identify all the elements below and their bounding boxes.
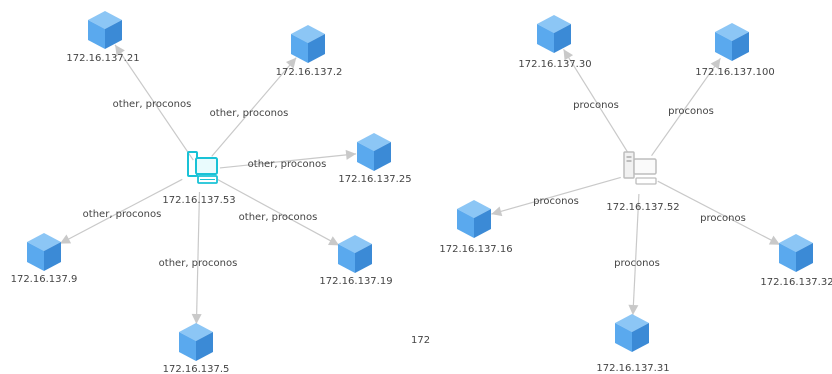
cube-icon[interactable] [779, 234, 813, 272]
edge-n52-n32[interactable] [657, 180, 781, 246]
node-label-n25: 172.16.137.25 [338, 174, 411, 185]
edge-n53-n25[interactable] [219, 153, 357, 169]
edge-n53-n9[interactable] [59, 178, 183, 245]
arrow-head-n32 [768, 235, 781, 245]
edge-n53-n21[interactable] [114, 44, 194, 161]
node-label-n30: 172.16.137.30 [518, 59, 591, 70]
edge-n53-n19[interactable] [217, 179, 340, 246]
node-label-n16: 172.16.137.16 [439, 244, 512, 255]
edge-label-n30: proconos [573, 100, 619, 111]
node-label-n2: 172.16.137.2 [276, 67, 343, 78]
cube-icon[interactable] [615, 314, 649, 352]
node-label-n5: 172.16.137.5 [163, 364, 230, 374]
node-label-n9: 172.16.137.9 [11, 274, 78, 285]
edge-label-n21: other, proconos [113, 99, 192, 110]
edge-label-n16: proconos [533, 196, 579, 207]
arrow-head-n31 [628, 304, 639, 316]
node-label-n21: 172.16.137.21 [66, 53, 139, 64]
node-label-n19: 172.16.137.19 [319, 276, 392, 287]
edge-label-n32: proconos [700, 213, 746, 224]
edge-label-n100: proconos [668, 106, 714, 117]
arrow-head-n30 [563, 49, 574, 61]
arrow-head-n19 [328, 236, 340, 246]
arrow-head-n5 [191, 313, 202, 325]
edge-labels-layer: other, proconos other, proconos other, pro… [83, 99, 746, 269]
edge-label-n25: other, proconos [248, 159, 327, 170]
hub-label-172-16-137-52: 172.16.137.52 [606, 202, 679, 213]
arrow-head-n100 [710, 58, 721, 70]
edge-label-n5: other, proconos [159, 258, 238, 269]
edge-n52-n31[interactable] [632, 193, 640, 316]
leaf-nodes-layer: 172.16.137.21172.16.137.2172.16.137.2517… [11, 11, 832, 374]
edge-label-n19: other, proconos [239, 212, 318, 223]
edge-n52-n30[interactable] [563, 48, 630, 156]
node-label-n31: 172.16.137.31 [596, 363, 669, 374]
edge-label-n9: other, proconos [83, 209, 162, 220]
cube-icon[interactable] [291, 25, 325, 63]
edge-label-n31: proconos [614, 258, 660, 269]
cube-icon[interactable] [179, 323, 213, 361]
arrow-head-n9 [59, 234, 72, 244]
cube-icon[interactable] [537, 15, 571, 53]
cube-icon[interactable] [715, 23, 749, 61]
edge-n52-n100[interactable] [651, 57, 721, 157]
cube-icon[interactable] [357, 133, 391, 171]
arrow-head-n25 [345, 149, 357, 160]
node-label-n100: 172.16.137.100 [695, 67, 775, 78]
cube-icon[interactable] [457, 200, 491, 238]
node-label-n32: 172.16.137.32 [760, 277, 832, 288]
cube-icon[interactable] [338, 235, 372, 273]
hub-nodes-layer: 172.16.137.53 172.16.137.52 [162, 151, 680, 213]
arrow-head-n2 [285, 57, 297, 69]
hub-label-172-16-137-53: 172.16.137.53 [162, 195, 235, 206]
edge-n52-n16[interactable] [491, 176, 621, 215]
arrow-head-n16 [491, 206, 503, 217]
arrow-head-n21 [115, 44, 125, 56]
cube-icon[interactable] [88, 11, 122, 49]
edge-label-n2: other, proconos [210, 108, 289, 119]
server-computer-icon[interactable] [623, 151, 657, 185]
edge-n53-n5[interactable] [195, 191, 201, 325]
edge-n53-n2[interactable] [211, 57, 297, 157]
cube-icon[interactable] [27, 233, 61, 271]
edges-layer [59, 44, 781, 325]
computer-icon[interactable] [187, 151, 218, 184]
stray-text: 172 [411, 335, 430, 346]
